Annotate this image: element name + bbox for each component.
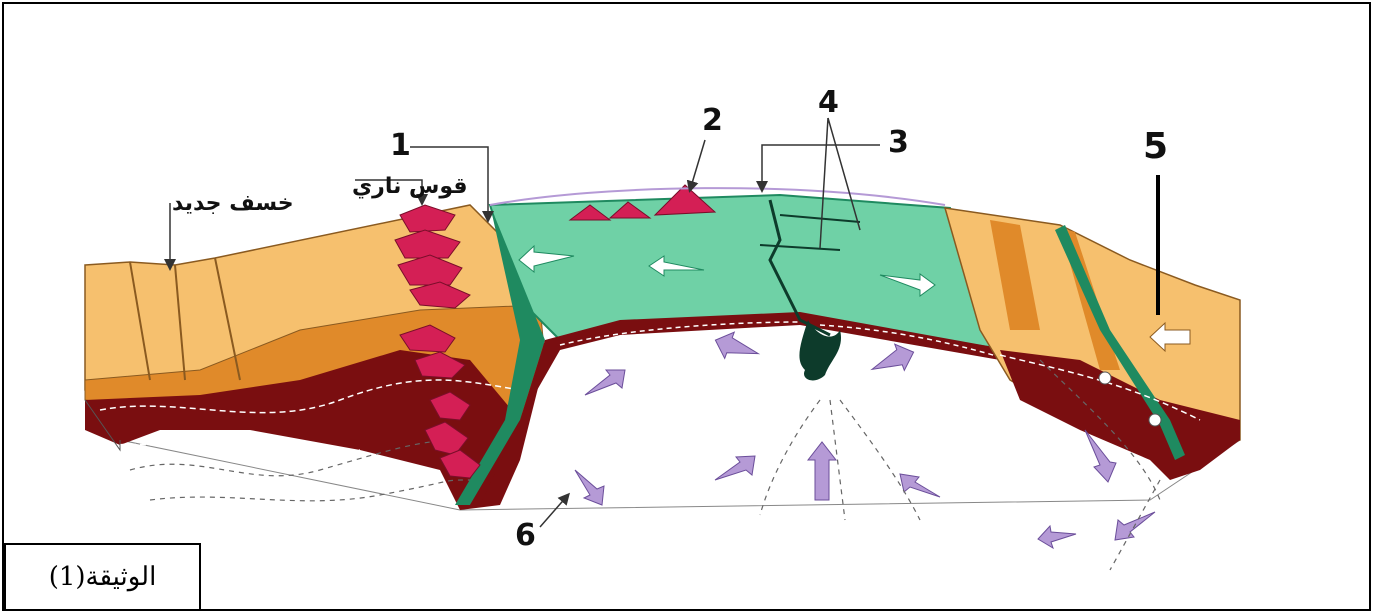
label-volcanic-arc: قوس ناري: [352, 174, 468, 199]
label-4: 4: [818, 85, 839, 120]
document-caption: الوثيقة(1): [4, 543, 201, 611]
label-new-rift: خسف جديد: [172, 191, 294, 216]
label-6: 6: [515, 518, 536, 553]
leader-3: [762, 145, 880, 190]
label-3: 3: [888, 125, 909, 160]
label-1: 1: [390, 128, 411, 163]
label-2: 2: [702, 103, 723, 138]
leader-2: [690, 140, 705, 190]
mantle-region: [120, 440, 1240, 510]
label-5: 5: [1143, 126, 1168, 167]
leader-6: [540, 495, 568, 527]
